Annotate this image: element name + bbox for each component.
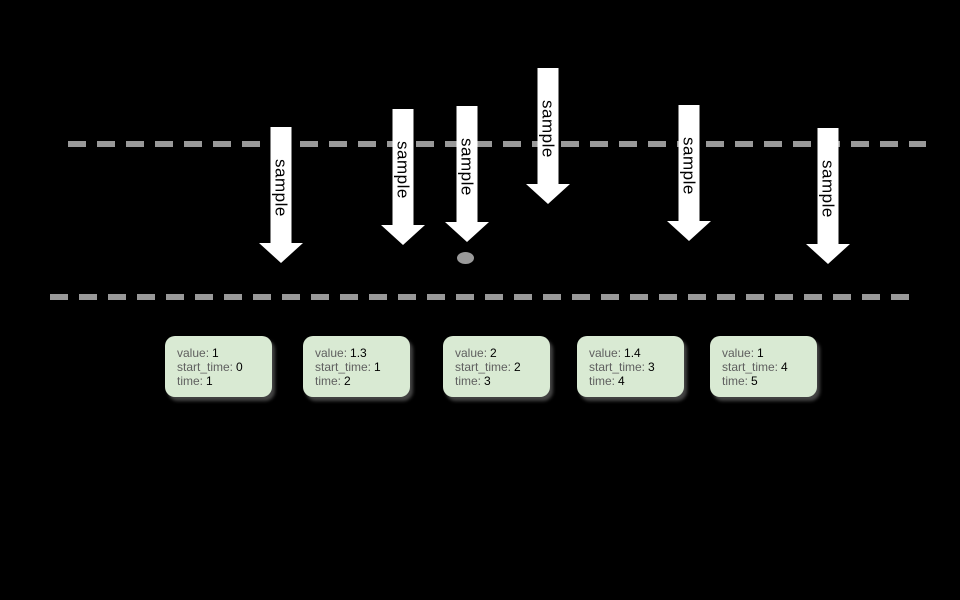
start-time-field-label: start_time: bbox=[177, 360, 234, 374]
value-field-value: 1.4 bbox=[624, 346, 641, 360]
record-start-time-line: start_time:3 bbox=[589, 360, 684, 374]
value-field-label: value: bbox=[315, 346, 348, 360]
time-field-value: 5 bbox=[751, 374, 758, 388]
value-field-value: 1.3 bbox=[350, 346, 367, 360]
time-field-value: 2 bbox=[344, 374, 351, 388]
record-value-line: value:1.3 bbox=[315, 346, 410, 360]
lower-boundary-dashed-line bbox=[50, 294, 909, 300]
start-time-field-label: start_time: bbox=[589, 360, 646, 374]
value-field-label: value: bbox=[589, 346, 622, 360]
sample-arrow-4-label: sample bbox=[538, 100, 558, 158]
start-time-field-label: start_time: bbox=[722, 360, 779, 374]
sample-arrow-3-label: sample bbox=[457, 138, 477, 196]
sample-arrow-2: sample bbox=[381, 109, 425, 245]
sample-arrow-5: sample bbox=[667, 105, 711, 241]
record-time-line: time:2 bbox=[315, 374, 410, 388]
time-field-label: time: bbox=[177, 374, 204, 388]
record-value-line: value:1 bbox=[177, 346, 272, 360]
record-card-4: value:1.4 start_time:3 time:4 bbox=[577, 336, 684, 397]
sample-arrow-3: sample bbox=[445, 106, 489, 242]
value-field-label: value: bbox=[455, 346, 488, 360]
sample-arrow-6-label: sample bbox=[818, 160, 838, 218]
sample-point-dot bbox=[457, 252, 474, 264]
record-start-time-line: start_time:1 bbox=[315, 360, 410, 374]
record-card-5: value:1 start_time:4 time:5 bbox=[710, 336, 817, 397]
record-time-line: time:1 bbox=[177, 374, 272, 388]
record-time-line: time:5 bbox=[722, 374, 817, 388]
sample-arrow-4: sample bbox=[526, 68, 570, 204]
record-value-line: value:2 bbox=[455, 346, 550, 360]
time-field-value: 4 bbox=[618, 374, 625, 388]
record-start-time-line: start_time:2 bbox=[455, 360, 550, 374]
time-field-label: time: bbox=[589, 374, 616, 388]
time-field-value: 3 bbox=[484, 374, 491, 388]
record-start-time-line: start_time:0 bbox=[177, 360, 272, 374]
record-card-1: value:1 start_time:0 time:1 bbox=[165, 336, 272, 397]
record-time-line: time:4 bbox=[589, 374, 684, 388]
sample-arrow-6: sample bbox=[806, 128, 850, 264]
start-time-field-value: 3 bbox=[648, 360, 655, 374]
start-time-field-label: start_time: bbox=[315, 360, 372, 374]
time-field-label: time: bbox=[455, 374, 482, 388]
record-card-3: value:2 start_time:2 time:3 bbox=[443, 336, 550, 397]
value-field-value: 2 bbox=[490, 346, 497, 360]
upper-boundary-dashed-line bbox=[68, 141, 926, 147]
start-time-field-label: start_time: bbox=[455, 360, 512, 374]
record-start-time-line: start_time:4 bbox=[722, 360, 817, 374]
value-field-value: 1 bbox=[212, 346, 219, 360]
record-value-line: value:1.4 bbox=[589, 346, 684, 360]
sample-arrow-1-label: sample bbox=[271, 159, 291, 217]
sample-arrow-1: sample bbox=[259, 127, 303, 263]
value-field-label: value: bbox=[177, 346, 210, 360]
start-time-field-value: 1 bbox=[374, 360, 381, 374]
value-field-value: 1 bbox=[757, 346, 764, 360]
time-field-label: time: bbox=[315, 374, 342, 388]
start-time-field-value: 4 bbox=[781, 360, 788, 374]
time-field-label: time: bbox=[722, 374, 749, 388]
sample-arrow-2-label: sample bbox=[393, 141, 413, 199]
record-value-line: value:1 bbox=[722, 346, 817, 360]
time-field-value: 1 bbox=[206, 374, 213, 388]
sample-arrow-5-label: sample bbox=[679, 137, 699, 195]
start-time-field-value: 2 bbox=[514, 360, 521, 374]
record-time-line: time:3 bbox=[455, 374, 550, 388]
record-card-2: value:1.3 start_time:1 time:2 bbox=[303, 336, 410, 397]
start-time-field-value: 0 bbox=[236, 360, 243, 374]
value-field-label: value: bbox=[722, 346, 755, 360]
